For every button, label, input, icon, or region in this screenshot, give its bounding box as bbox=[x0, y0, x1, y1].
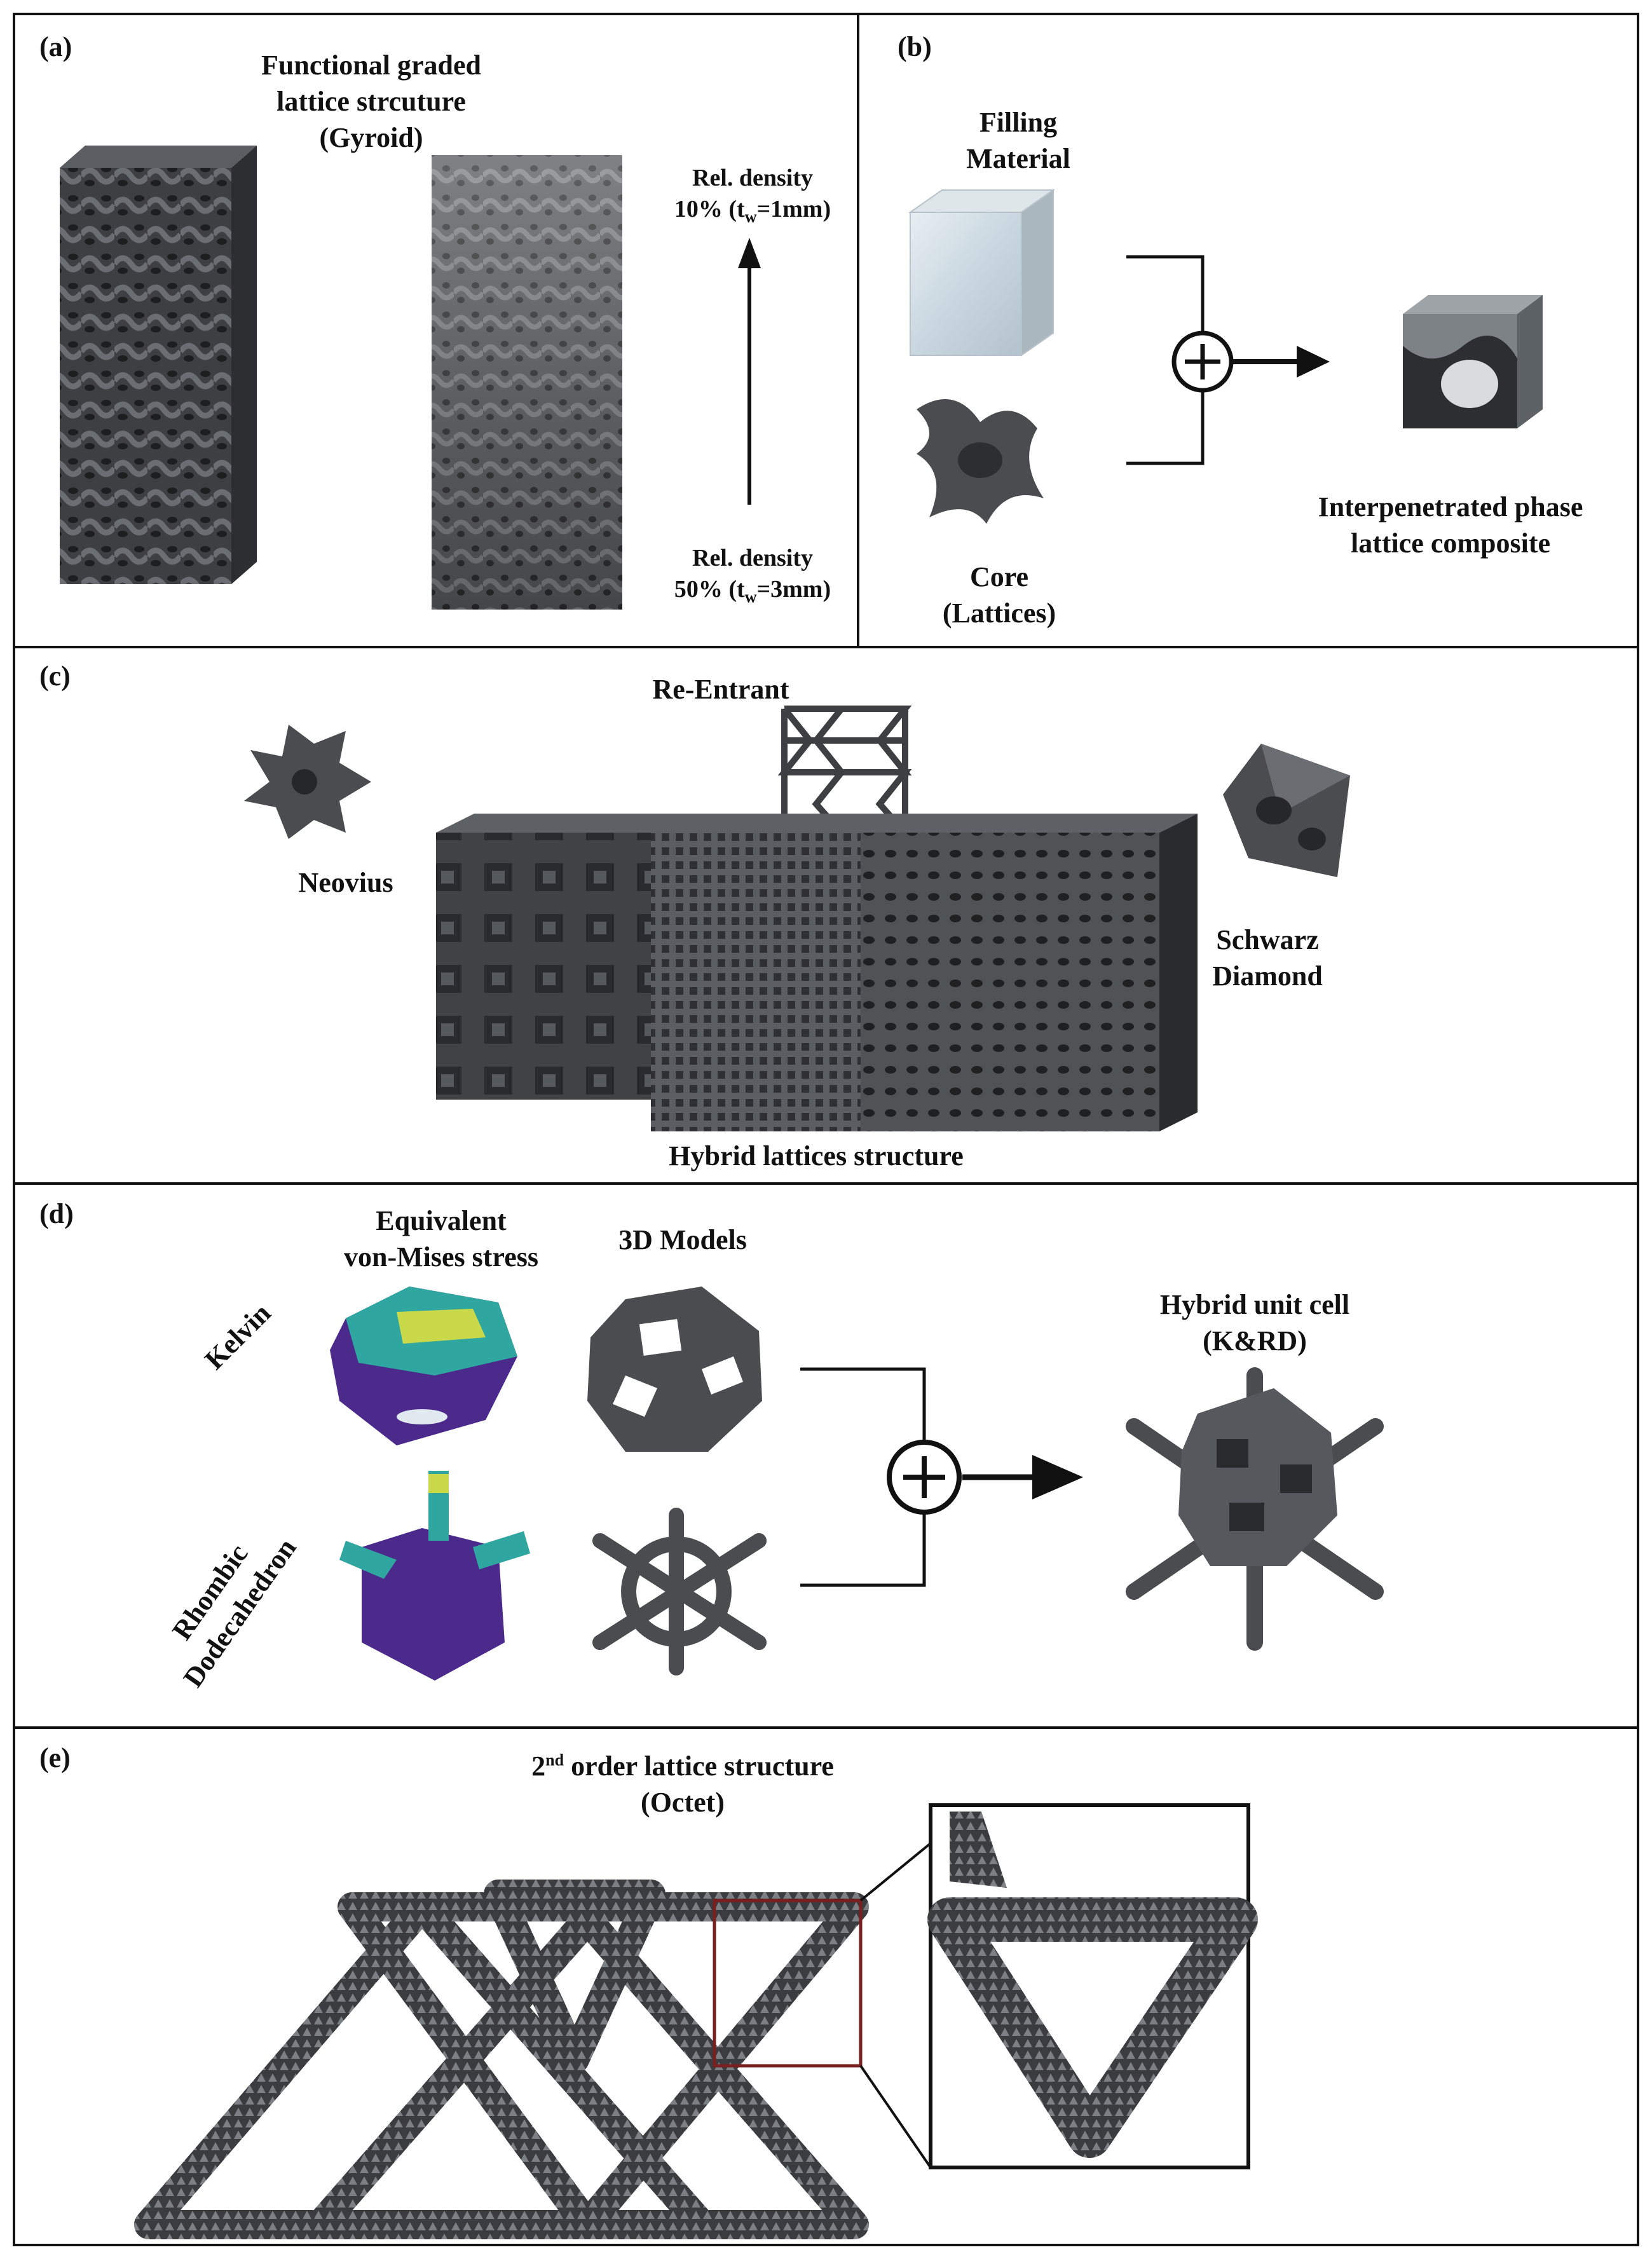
unit-cell-graphics bbox=[330, 1286, 1384, 1681]
filling-material-label: Filling Material bbox=[966, 107, 1070, 175]
composite-cube bbox=[1403, 295, 1543, 428]
panel-c-label: (c) bbox=[39, 660, 71, 692]
zoom-region-box bbox=[713, 1899, 863, 2068]
panel-a: (a) Functional graded lattice strcuture … bbox=[13, 13, 859, 648]
zoom-inset bbox=[927, 1803, 1258, 2169]
zoom-connector-top bbox=[859, 1842, 932, 1902]
hybrid-krd-cell bbox=[1126, 1367, 1384, 1651]
panel-e-label: (e) bbox=[39, 1742, 71, 1773]
core-lattice bbox=[917, 399, 1044, 524]
models-header: 3D Models bbox=[618, 1224, 747, 1255]
panel-d-label: (d) bbox=[39, 1198, 74, 1229]
density-top-label: Rel. density 10% (tw=1mm) bbox=[674, 165, 831, 226]
panel-a-title: Functional graded lattice strcuture (Gyr… bbox=[261, 50, 481, 154]
density-arrow-head bbox=[738, 238, 761, 268]
d-combine-arrow-head bbox=[1032, 1455, 1083, 1499]
combine-arrow-head bbox=[1297, 346, 1330, 378]
gyroid-front-view bbox=[432, 155, 622, 610]
gyroid-3d-block bbox=[60, 146, 257, 584]
schwarz-diamond-cell bbox=[1223, 744, 1350, 877]
kelvin-stress-map bbox=[330, 1286, 517, 1445]
density-bottom-label: Rel. density 50% (tw=3mm) bbox=[674, 545, 831, 606]
re-entrant-label: Re-Entrant bbox=[652, 674, 789, 705]
stress-header: Equivalent von-Mises stress bbox=[344, 1205, 538, 1273]
octet-lattice bbox=[134, 1880, 869, 2239]
panel-e: (e) 2nd order lattice structure (Octet) bbox=[13, 1726, 1639, 2246]
panel-d: (d) Equivalent von-Mises stress 3D Model… bbox=[13, 1182, 1639, 1729]
octet-title: 2nd order lattice structure (Octet) bbox=[531, 1751, 834, 1819]
octet-graphics bbox=[134, 1803, 1258, 2239]
rhombic-3d-model bbox=[592, 1508, 767, 1675]
rhombic-stress-map bbox=[339, 1471, 530, 1681]
gyroid-graphics bbox=[60, 146, 761, 610]
panel-c: (c) Re-Entrant Neovius Schwarz Diamond H… bbox=[13, 646, 1639, 1185]
neovius-cell bbox=[244, 725, 371, 839]
kelvin-3d-model bbox=[587, 1286, 762, 1452]
panel-b-label: (b) bbox=[898, 31, 932, 62]
core-label: Core (Lattices) bbox=[942, 561, 1056, 629]
composite-graphics bbox=[908, 189, 1543, 524]
filling-material-cube bbox=[908, 189, 1056, 357]
panel-a-label: (a) bbox=[39, 31, 72, 62]
neovius-label: Neovius bbox=[298, 867, 393, 898]
hybrid-lattice-label: Hybrid lattices structure bbox=[669, 1140, 964, 1171]
panel-b: (b) Filling Material bbox=[857, 13, 1639, 648]
hybrid-block bbox=[436, 814, 1198, 1131]
hybrid-cell-label: Hybrid unit cell (K&RD) bbox=[1159, 1289, 1350, 1357]
composite-label: Interpenetrated phase lattice composite bbox=[1318, 491, 1583, 559]
zoom-connector-bottom bbox=[859, 2064, 932, 2169]
hybrid-graphics bbox=[244, 706, 1350, 1131]
schwarz-label: Schwarz Diamond bbox=[1212, 924, 1323, 992]
